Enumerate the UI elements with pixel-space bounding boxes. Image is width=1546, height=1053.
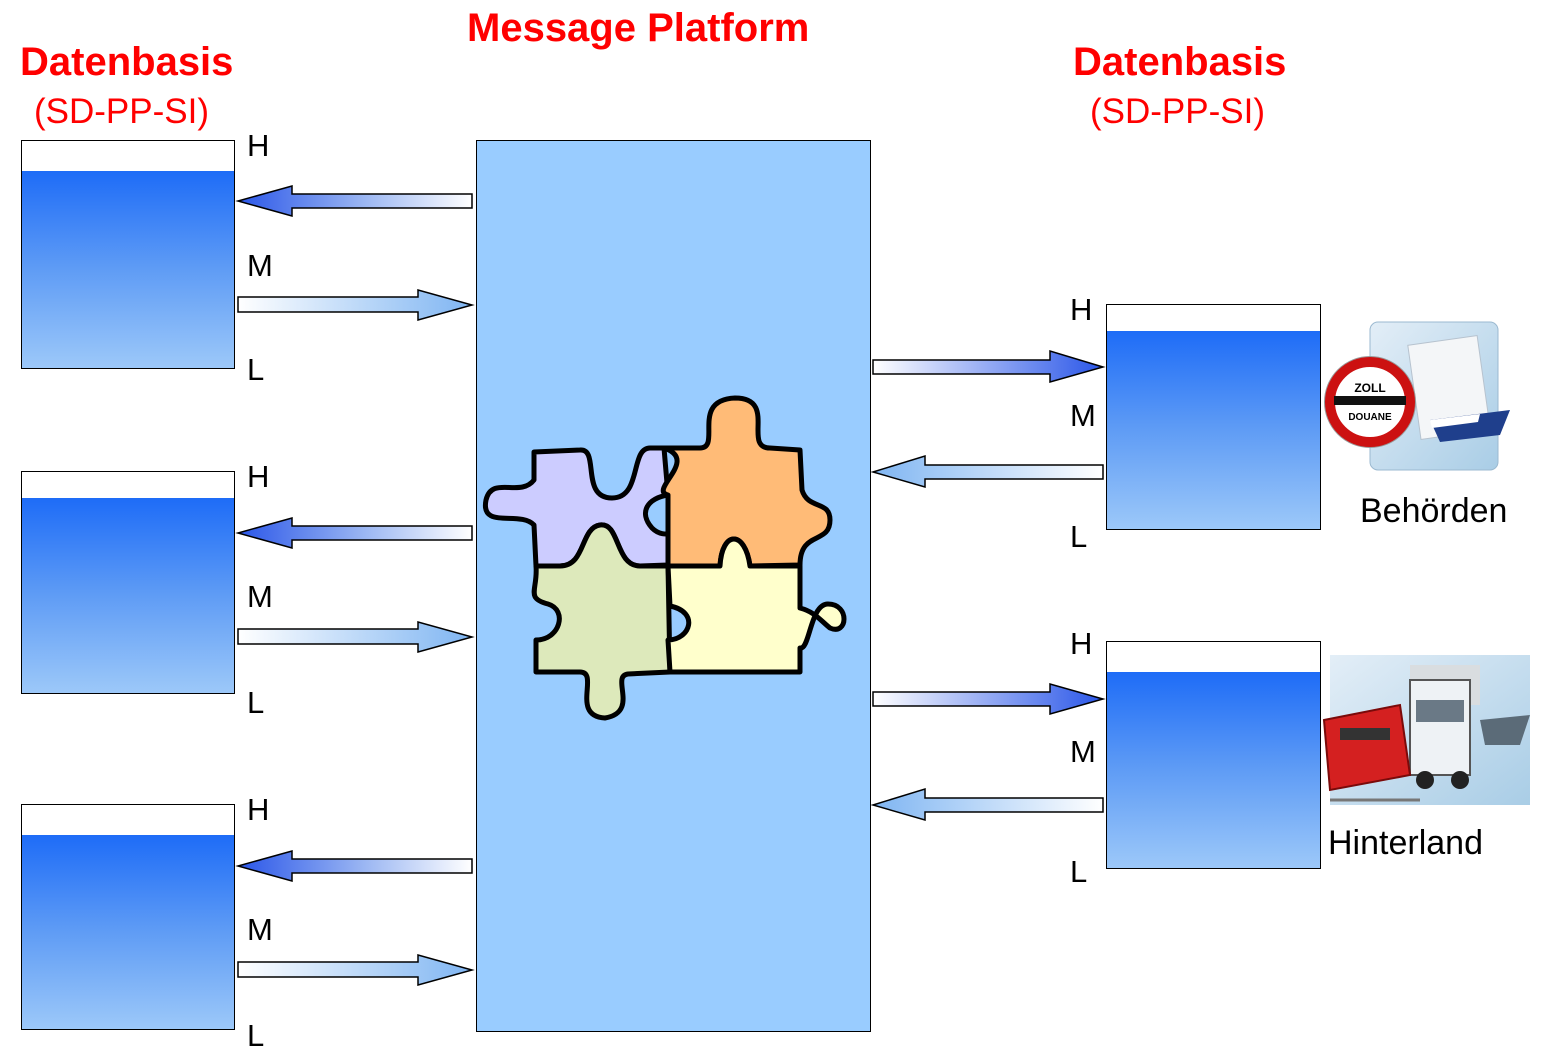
arrow-to-database-1 xyxy=(235,185,473,217)
arrow-to-platform-3 xyxy=(237,954,475,986)
level-low-label: L xyxy=(247,685,265,720)
level-medium-label: M xyxy=(247,248,273,283)
right-database-subtitle: (SD-PP-SI) xyxy=(1090,92,1265,131)
level-medium-label: M xyxy=(247,912,273,947)
arrow-to-database-2 xyxy=(235,517,473,549)
level-high-label: H xyxy=(247,128,270,163)
arrow-from-hinterland xyxy=(870,787,1104,821)
level-high-label: H xyxy=(1070,292,1093,327)
authorities-label: Behörden xyxy=(1360,492,1508,530)
hinterland-transport-illustration xyxy=(1322,655,1530,805)
level-low-label: L xyxy=(1070,854,1088,889)
badge-douane-text: DOUANE xyxy=(1348,412,1392,423)
left-database-3 xyxy=(21,804,235,1030)
level-high-label: H xyxy=(247,792,270,827)
arrow-to-platform-2 xyxy=(237,621,475,653)
right-database-authorities xyxy=(1106,304,1321,530)
left-database-1 xyxy=(21,140,235,369)
level-low-label: L xyxy=(1070,519,1088,554)
left-database-subtitle: (SD-PP-SI) xyxy=(34,92,209,131)
level-medium-label: M xyxy=(247,579,273,614)
level-high-label: H xyxy=(1070,626,1093,661)
left-database-title: Datenbasis xyxy=(20,40,234,84)
arrow-to-database-3 xyxy=(235,850,473,882)
arrow-to-hinterland xyxy=(872,683,1106,715)
arrow-from-authorities xyxy=(870,454,1104,488)
left-database-2 xyxy=(21,471,235,694)
arrow-to-platform-1 xyxy=(237,289,475,321)
badge-zoll-text: ZOLL xyxy=(1354,381,1385,395)
level-high-label: H xyxy=(247,459,270,494)
level-low-label: L xyxy=(247,352,265,387)
puzzle-icon xyxy=(483,395,847,721)
customs-authorities-illustration: ZOLL DOUANE xyxy=(1324,321,1510,471)
right-database-title: Datenbasis xyxy=(1073,40,1287,84)
level-medium-label: M xyxy=(1070,398,1096,433)
level-medium-label: M xyxy=(1070,734,1096,769)
level-low-label: L xyxy=(247,1018,265,1053)
right-database-hinterland xyxy=(1106,641,1321,869)
platform-title: Message Platform xyxy=(467,6,810,50)
hinterland-label: Hinterland xyxy=(1328,824,1483,862)
arrow-to-authorities xyxy=(872,349,1106,383)
